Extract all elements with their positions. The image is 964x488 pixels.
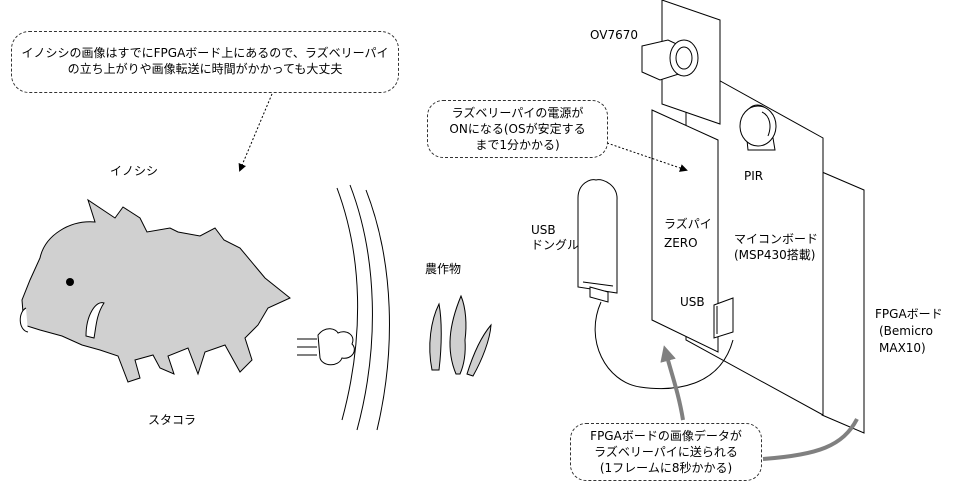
label-usb-dongle-line2: ドングル [531, 238, 580, 252]
fpga-to-callout-line [762, 418, 859, 461]
callout-line: ラズベリーパイに送られる [594, 445, 738, 459]
label-escape: スタコラ [148, 413, 197, 427]
callout-raspi-power: ラズベリーパイの電源が ONになる(OSが安定する まで1分かかる) [427, 100, 608, 158]
dust-puff [297, 328, 355, 366]
callout-line: (1フレームに8秒かかる) [599, 461, 733, 475]
label-fpga-line1: FPGAボード [875, 307, 943, 321]
boar-illustration [19, 198, 291, 383]
label-pir: PIR [744, 169, 764, 183]
usb-cable [594, 301, 734, 390]
label-fpga-line3: MAX10) [879, 341, 926, 355]
callout-to-raspi-arrow [660, 345, 685, 421]
label-raspi-line1: ラズパイ [664, 217, 712, 231]
raspi-board [651, 109, 719, 353]
label-mcu-line2: (MSP430搭載) [734, 248, 816, 262]
label-camera: OV7670 [590, 28, 638, 42]
crops-illustration [429, 294, 492, 377]
camera-lens [641, 39, 699, 81]
fpga-board [821, 171, 865, 434]
callout-line: ラズベリーパイの電源が [451, 106, 584, 120]
pointer-top-callout [238, 93, 273, 172]
callout-line: まで1分かかる) [475, 138, 560, 152]
pointer-power-callout [606, 142, 688, 172]
label-usb-port: USB [680, 295, 705, 309]
label-usb-dongle-line1: USB [531, 223, 556, 237]
callout-line: イノシシの画像はすでにFPGAボード上にあるので、ラズベリーパイ [21, 46, 389, 60]
label-fpga-line2: (Bemicro [879, 324, 933, 338]
barrier-lines [336, 184, 390, 431]
label-crops: 農作物 [425, 262, 462, 276]
label-boar: イノシシ [110, 164, 159, 178]
callout-line: の立ち上がりや画像転送に時間がかかっても大丈夫 [67, 62, 343, 76]
pir-sensor [739, 104, 777, 151]
label-mcu-line1: マイコンボード [734, 232, 819, 246]
usb-port [713, 297, 734, 339]
usb-dongle [577, 179, 618, 303]
label-raspi-line2: ZERO [664, 236, 698, 250]
callout-line: FPGAボードの画像データが [590, 429, 742, 443]
callout-line: ONになる(OSが安定する [449, 122, 586, 136]
callout-fpga-buffer: イノシシの画像はすでにFPGAボード上にあるので、ラズベリーパイ の立ち上がりや… [11, 31, 399, 93]
callout-image-transfer: FPGAボードの画像データが ラズベリーパイに送られる (1フレームに8秒かかる… [570, 423, 762, 481]
